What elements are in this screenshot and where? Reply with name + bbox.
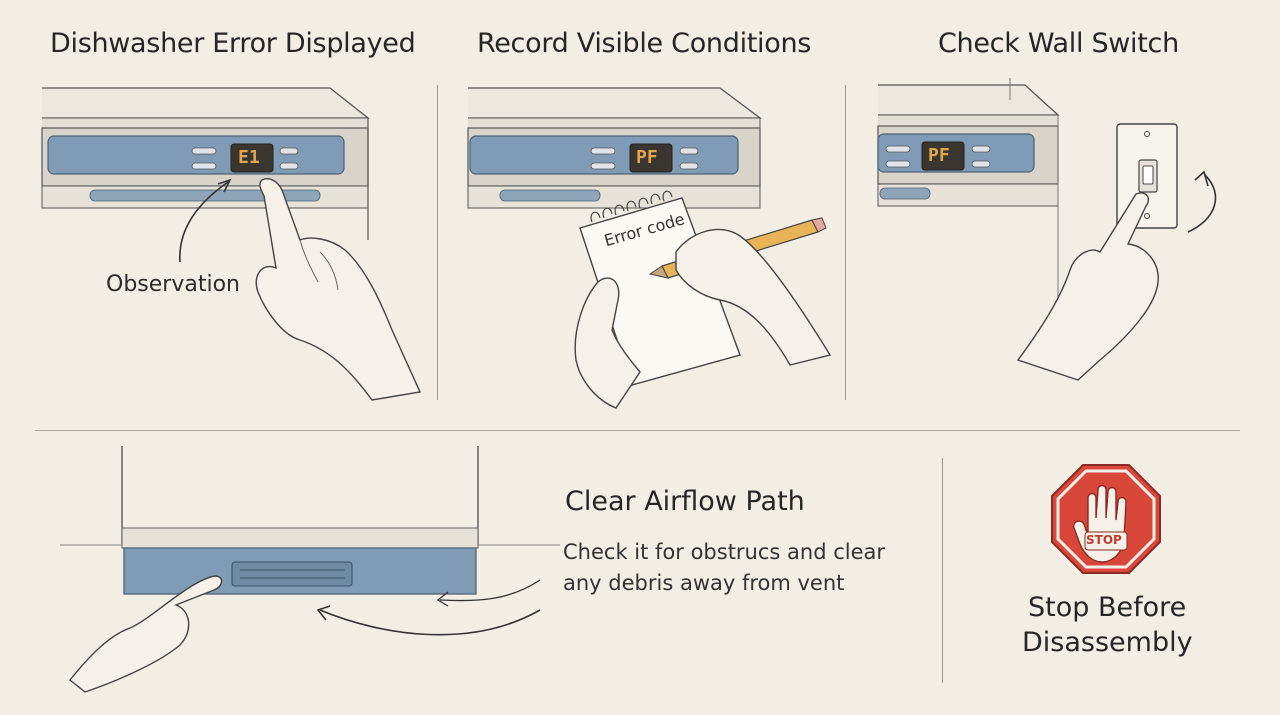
panel3-illustration — [877, 78, 1217, 381]
panel-stop: STOP Stop Before Disassembly — [942, 430, 1280, 715]
display-code-e1: E1 — [238, 147, 260, 168]
stop-caption-line2: Disassembly — [1022, 627, 1193, 658]
panel1-title: Dishwasher Error Displayed — [50, 28, 416, 59]
observation-label: Observation — [106, 272, 240, 297]
divider-1 — [437, 85, 438, 400]
stop-sign-text: STOP — [1086, 533, 1122, 547]
panel-wall-switch: PF — [877, 78, 1217, 381]
divider-2 — [845, 85, 846, 400]
panel2-title: Record Visible Conditions — [477, 28, 812, 59]
airflow-title: Clear Airflow Path — [565, 486, 805, 517]
divider-3 — [942, 458, 943, 683]
stop-caption-line1: Stop Before — [1028, 592, 1187, 623]
airflow-description-line1: Check it for obstrucs and clear — [563, 540, 886, 564]
panel1-illustration — [41, 87, 422, 401]
display-code-pf-2: PF — [928, 145, 950, 166]
panel2-illustration — [467, 87, 832, 409]
display-code-pf-1: PF — [636, 147, 658, 168]
panel-record-conditions: PF Error code — [0, 0, 845, 420]
airflow-description-line2: any debris away from vent — [563, 571, 845, 595]
stop-sign-icon — [1051, 464, 1161, 574]
panel4-illustration — [60, 446, 560, 693]
panel3-title: Check Wall Switch — [938, 28, 1179, 59]
divider-horizontal — [35, 430, 1240, 431]
panel-airflow: Clear Airflow Path Check it for obstrucs… — [0, 430, 940, 715]
panel-dishwasher-error: E1 Observation — [0, 0, 437, 420]
